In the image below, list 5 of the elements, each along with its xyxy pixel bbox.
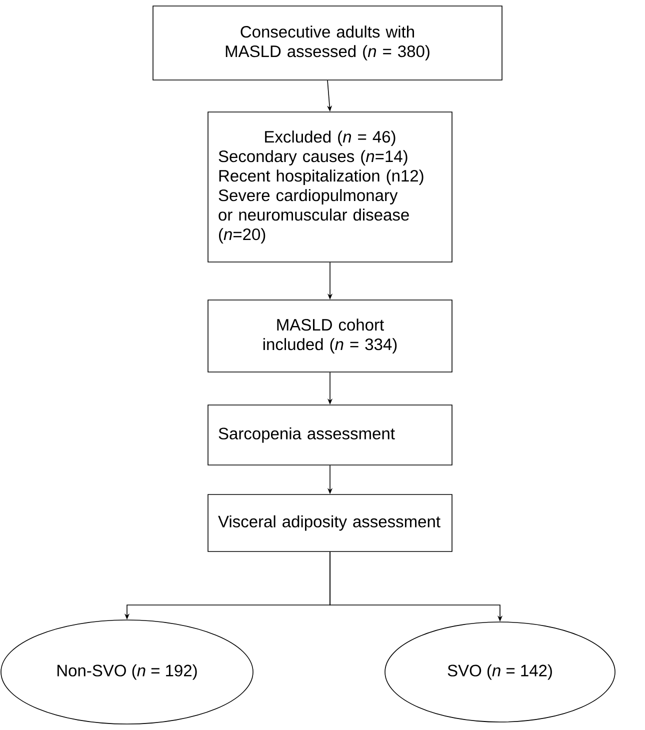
process-box: Consecutive adults with MASLD assessed (n = 380) <box>152 6 502 80</box>
process-box: MASLD cohort included (n = 334) <box>208 300 452 372</box>
process-box: Excluded (n = 46) Secondary causes (n=14) Recent hospitalization (n12) Severe cardiopulmonary or neuromuscular disease (n=20) <box>208 112 452 262</box>
process-box: Visceral adiposity assessment <box>208 494 452 552</box>
process-box: Sarcopenia assessment <box>208 404 452 466</box>
